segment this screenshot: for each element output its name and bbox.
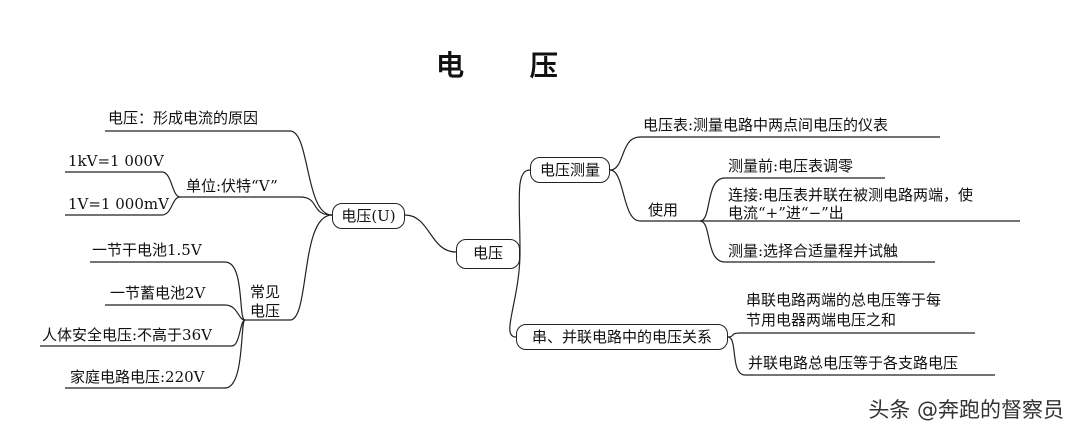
relation-node: 串、并联电路中的电压关系 [516, 324, 728, 350]
link-center-left [404, 214, 457, 253]
link-measure-meter [609, 136, 940, 171]
common-label-line2: 电压 [250, 302, 281, 320]
link-use-before [699, 177, 885, 222]
link-relation-series [727, 332, 975, 338]
link-unit-1v [65, 196, 181, 216]
common-label-line1: 常见 [250, 283, 281, 301]
link-hub-definition [105, 130, 333, 216]
link-use-range [699, 220, 935, 263]
unit-item-1v: 1V=1 000mV [68, 195, 169, 213]
link-center-measure [518, 169, 531, 253]
common-item-dry-battery: 一节干电池1.5V [92, 241, 202, 259]
unit-item-1kv: 1kV=1 000V [68, 152, 164, 170]
link-hub-common [245, 214, 333, 321]
common-item-household: 家庭电路电压:220V [70, 368, 205, 386]
use-label: 使用 [648, 201, 679, 219]
common-item-storage-battery: 一节蓄电池2V [110, 284, 206, 302]
hub-node-voltage-u: 电压(U) [332, 203, 405, 229]
watermark: 头条 @奔跑的督察员 [868, 398, 1064, 422]
link-center-relation [509, 251, 521, 338]
link-common-battery [90, 261, 246, 321]
link-hub-unit [180, 196, 333, 216]
relation-series-line1: 串联电路两端的总电压等于每 [746, 291, 942, 309]
link-measure-use [609, 169, 700, 222]
link-common-home [65, 319, 246, 389]
use-connect-line1: 连接:电压表并联在被测电路两端，使 [728, 186, 974, 204]
center-node: 电压 [456, 239, 520, 269]
use-range: 测量:选择合适量程并试触 [728, 242, 899, 260]
relation-series-line2: 节用电器两端电压之和 [746, 311, 897, 329]
definition-label: 电压：形成电流的原因 [108, 109, 259, 127]
link-unit-1kv [65, 171, 181, 198]
relation-parallel: 并联电路总电压等于各支路电压 [748, 354, 959, 372]
link-relation-parallel [727, 336, 995, 376]
measure-node: 电压测量 [530, 157, 610, 183]
use-connect-line2: 电流“+”进“−”出 [728, 204, 844, 222]
page-title: 电 压 [436, 49, 586, 82]
use-before: 测量前:电压表调零 [728, 157, 854, 175]
link-common-storage [105, 304, 246, 321]
meter-definition: 电压表:测量电路中两点间电压的仪表 [643, 116, 889, 134]
unit-label: 单位:伏特“V” [186, 177, 278, 195]
common-item-human-safe: 人体安全电压:不高于36V [42, 326, 212, 344]
